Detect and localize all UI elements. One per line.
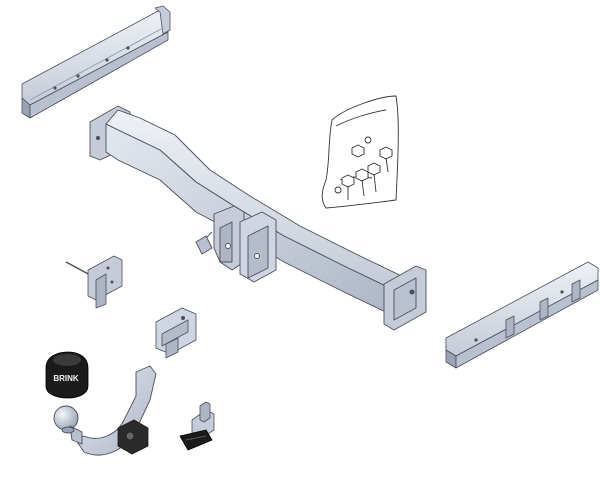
hardware-bag <box>321 95 399 209</box>
lock-handle <box>117 419 149 455</box>
tow-ball-neck <box>53 365 157 456</box>
bolt-icon <box>334 136 393 200</box>
socket-mount <box>179 401 215 451</box>
tow-ball-cap: BRINK <box>45 351 89 399</box>
right-side-bracket <box>445 261 599 369</box>
left-side-bracket <box>21 5 171 119</box>
socket-plate-bracket <box>65 255 123 309</box>
crossbar <box>89 105 427 331</box>
mounting-clamp <box>155 307 197 359</box>
brand-cap-label: BRINK <box>53 374 79 383</box>
